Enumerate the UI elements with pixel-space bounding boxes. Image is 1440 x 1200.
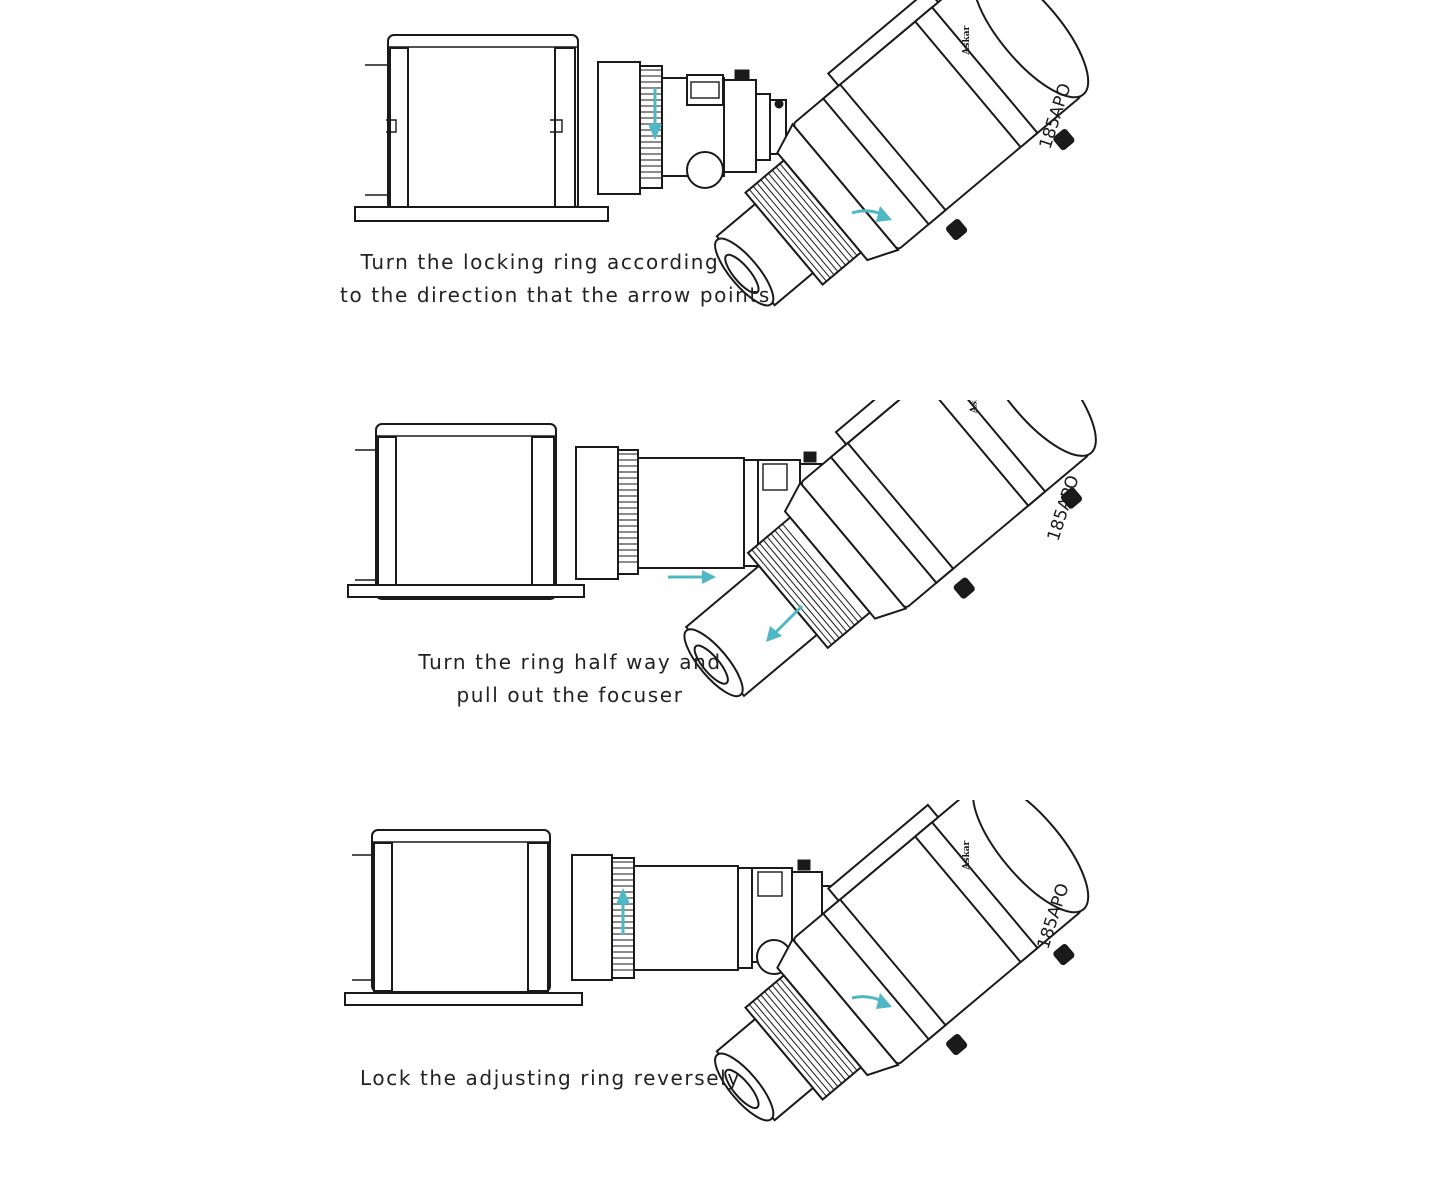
rotation-arrow-angled — [851, 993, 892, 1009]
rotation-arrow-down — [648, 88, 662, 140]
step-3-caption: Lock the adjusting ring reversely — [360, 1062, 741, 1095]
pull-arrow-right — [668, 570, 716, 584]
step-2-caption: Turn the ring half way and pull out the … — [400, 646, 740, 712]
rotation-arrow-up — [616, 888, 630, 935]
brand-label: Askar — [962, 840, 972, 870]
caption-line-2: pull out the focuser — [456, 683, 684, 707]
step-2-illustration: Askar 185APO — [347, 400, 1097, 698]
rotation-arrow-angled — [851, 206, 892, 222]
angled-view-telescope: Askar — [714, 800, 1090, 1122]
side-view-telescope — [347, 423, 847, 600]
step-3-illustration: Askar 185APO — [344, 800, 1090, 1122]
caption-line-1: Turn the ring half way and — [418, 650, 722, 674]
step-1-caption: Turn the locking ring according to the d… — [340, 246, 771, 312]
step-3-panel: Askar 185APO Lock the adjusting ring rev… — [0, 800, 1440, 1200]
step-1-panel: Askar 185APO Turn the locking ring accor… — [0, 0, 1440, 400]
caption-line-1: Turn the locking ring according — [360, 250, 720, 274]
rotation-arrow-angled — [766, 604, 804, 642]
caption-line-2: to the direction that the arrow points — [340, 283, 771, 307]
step-1-illustration: Askar 185APO — [354, 0, 1090, 307]
angled-view-telescope: Askar — [683, 400, 1097, 698]
side-view-telescope — [344, 829, 839, 1006]
side-view-telescope — [354, 34, 787, 222]
caption-line-1: Lock the adjusting ring reversely — [360, 1066, 741, 1090]
brand-label: Askar — [970, 400, 980, 414]
step-2-panel: Askar 185APO Turn the ring half way and … — [0, 400, 1440, 800]
angled-view-telescope: Askar — [714, 0, 1090, 307]
brand-label: Askar — [962, 25, 972, 55]
